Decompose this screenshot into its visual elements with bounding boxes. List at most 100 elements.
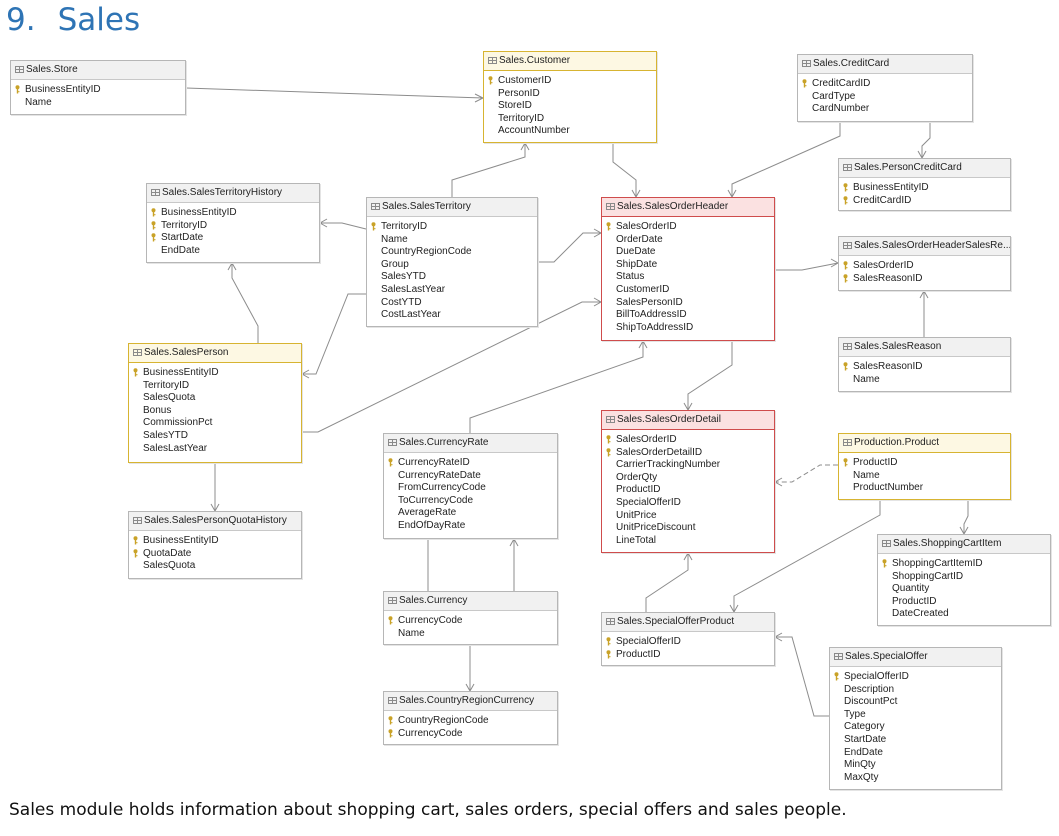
table-field: SalesReasonID [839,361,1010,374]
table-field: ProductID [602,649,774,662]
key-icon [882,559,887,568]
field-name: CardType [812,90,856,102]
table-field: CustomerID [484,75,656,88]
table-header: Sales.SpecialOffer [830,648,1001,667]
field-name: CurrencyRateID [398,457,470,468]
field-name: SalesOrderID [616,221,677,232]
table-field: SalesReasonID [839,273,1010,286]
field-name: CarrierTrackingNumber [616,459,721,471]
table-icon [802,60,811,67]
table-header: Sales.Currency [384,592,557,611]
link-ohsr-salesreason-crowfoot [919,289,929,299]
field-name: Bonus [143,404,172,416]
table-field: DueDate [602,246,774,259]
field-name: SalesOrderDetailID [616,446,703,458]
table-sales-salespersonquotahistory[interactable]: Sales.SalesPersonQuotaHistory BusinessEn… [128,511,302,579]
field-name: SalesLastYear [143,442,208,454]
field-name: CurrencyCode [398,727,463,739]
table-field: Type [830,709,1001,722]
table-field: BusinessEntityID [129,535,301,548]
field-name: SpecialOfferID [616,636,681,647]
field-name: CustomerID [616,283,670,295]
field-name: UnitPrice [616,509,657,521]
table-field: TerritoryID [129,380,301,393]
table-icon [388,697,397,704]
table-field: SalesQuota [129,392,301,405]
key-icon [606,222,611,231]
table-icon [133,349,142,356]
table-field: BusinessEntityID [11,84,185,97]
key-icon [843,183,848,192]
field-name: ProductID [853,457,898,468]
key-icon [133,548,138,558]
table-icon [15,66,24,73]
table-sales-specialofferproduct[interactable]: Sales.SpecialOfferProduct SpecialOfferID… [601,612,775,666]
table-field: CustomerID [602,284,774,297]
field-name: SpecialOfferID [616,496,681,508]
table-field: SalesQuota [129,560,301,573]
table-header: Sales.SalesPerson [129,344,301,363]
key-icon [151,208,156,217]
table-field: ToCurrencyCode [384,495,557,508]
field-name: Name [25,96,52,108]
field-name: CreditCardID [853,194,912,206]
table-field: BillToAddressID [602,309,774,322]
field-name: ProductNumber [853,482,924,494]
table-field: BusinessEntityID [147,207,319,220]
table-field: UnitPrice [602,510,774,523]
link-store-customer [185,87,484,99]
field-name: CurrencyRateDate [398,469,481,481]
table-sales-shoppingcartitem[interactable]: Sales.ShoppingCartItem ShoppingCartItemI… [877,534,1051,626]
table-field: PersonID [484,88,656,101]
link-sop-specialoffer [775,636,829,717]
table-header: Sales.SalesOrderDetail [602,411,774,430]
table-field: CountryRegionCode [384,715,557,728]
table-sales-salesorderheadersalesreason[interactable]: Sales.SalesOrderHeaderSalesRe... SalesOr… [838,236,1011,291]
key-icon [488,76,493,85]
link-orderheader-currencyrate-crowfoot [638,339,648,349]
field-name: Description [844,683,895,695]
table-field: Name [384,628,557,641]
field-name: StoreID [498,100,532,112]
table-sales-salesterritoryhistory[interactable]: Sales.SalesTerritoryHistory BusinessEnti… [146,183,320,263]
table-icon [843,242,852,249]
table-sales-countryregioncurrency[interactable]: Sales.CountryRegionCurrency CountryRegio… [383,691,558,745]
field-name: ShoppingCartItemID [892,558,983,569]
table-field: DiscountPct [830,696,1001,709]
field-name: CountryRegionCode [381,246,472,258]
field-name: Status [616,271,645,283]
field-name: TerritoryID [143,379,190,391]
field-name: OrderDate [616,233,663,245]
link-product-cart [963,500,969,534]
table-header: Sales.SalesOrderHeader [602,198,774,217]
field-name: LineTotal [616,534,657,546]
field-name: FromCurrencyCode [398,482,486,494]
field-name: BusinessEntityID [161,207,237,218]
table-field: CarrierTrackingNumber [602,459,774,472]
key-icon [151,233,156,242]
key-icon [606,435,611,444]
table-field: StartDate [830,734,1001,747]
field-name: SalesYTD [143,429,189,441]
table-field: BusinessEntityID [129,367,301,380]
table-header: Sales.CountryRegionCurrency [384,692,557,711]
